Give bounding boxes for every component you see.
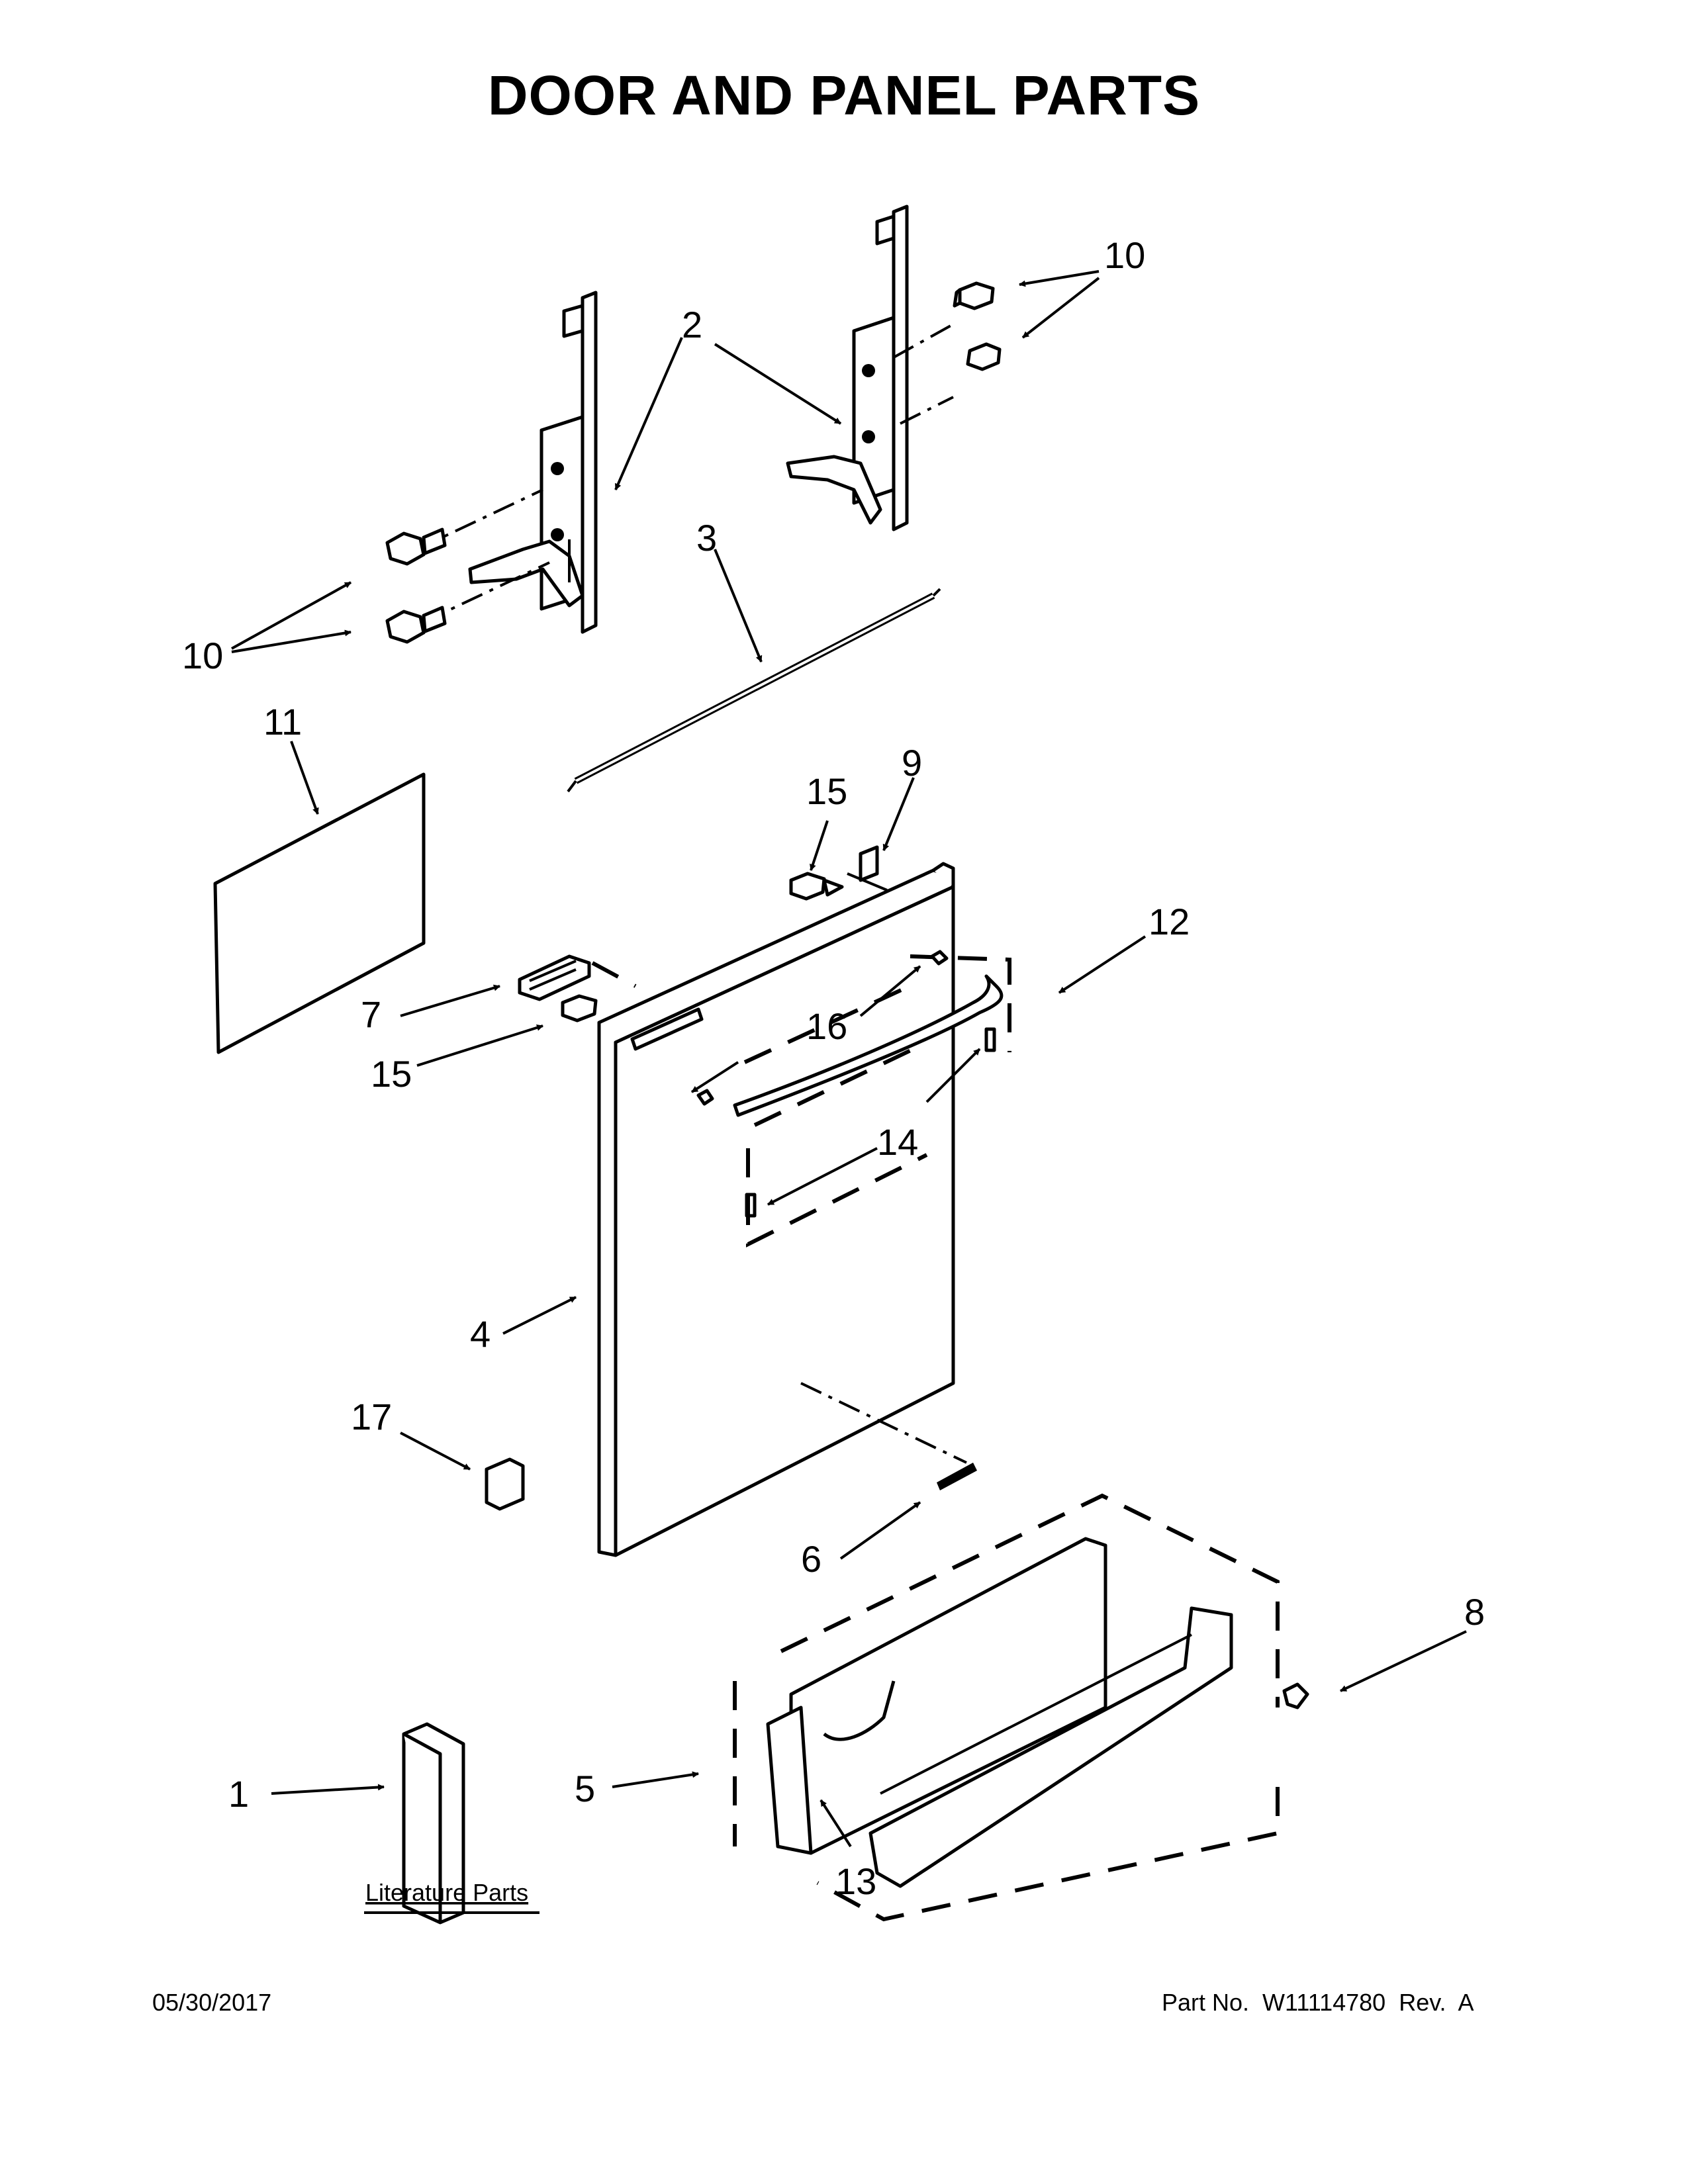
vent-and-screw <box>518 954 637 1023</box>
callout-6: 6 <box>801 1538 821 1580</box>
callout-2: 2 <box>682 304 702 345</box>
callout-4: 4 <box>470 1313 491 1355</box>
callout-1: 1 <box>228 1773 249 1815</box>
left-hinge-bracket <box>468 291 598 634</box>
hinge-screws-right <box>893 281 1002 425</box>
insulation-panel <box>213 772 426 1054</box>
door-panel <box>597 862 955 1557</box>
literature-parts-label: Literature Parts <box>365 1879 528 1906</box>
callout-8: 8 <box>1464 1591 1485 1633</box>
callout-10-left: 10 <box>182 635 223 676</box>
callout-16: 16 <box>806 1005 847 1047</box>
callout-12: 12 <box>1149 901 1190 942</box>
callout-15-top: 15 <box>806 770 847 812</box>
footer-date: 05/30/2017 <box>152 1989 272 2016</box>
door-rod <box>567 588 941 793</box>
leader-lines <box>231 270 1467 1848</box>
callout-13: 13 <box>835 1860 876 1902</box>
door-handle <box>696 950 1011 1127</box>
footer-part-number: Part No. W11114780 Rev. A <box>1162 1989 1474 2016</box>
callout-3: 3 <box>696 517 717 559</box>
bumper <box>485 1457 525 1511</box>
hinge-screws-left <box>385 488 550 644</box>
top-screw-and-clip <box>789 845 888 901</box>
handle-pins <box>745 1027 996 1248</box>
callout-11: 11 <box>263 701 302 743</box>
callout-10-top: 10 <box>1104 234 1145 276</box>
callout-14: 14 <box>877 1121 918 1163</box>
page-title: DOOR AND PANEL PARTS <box>487 64 1201 126</box>
callout-17: 17 <box>351 1396 392 1437</box>
toe-panel-assembly <box>733 1493 1309 1922</box>
logo-badge <box>800 1382 977 1490</box>
literature-booklet: Literature Parts <box>364 1722 539 1925</box>
callout-5: 5 <box>575 1768 595 1809</box>
callout-9: 9 <box>902 742 922 784</box>
callout-7: 7 <box>361 993 381 1035</box>
callout-numbers: 2 10 10 3 11 9 15 12 7 15 16 14 4 17 6 8… <box>182 234 1485 1902</box>
callout-15-left: 15 <box>371 1053 412 1095</box>
right-hinge-bracket <box>786 205 909 531</box>
